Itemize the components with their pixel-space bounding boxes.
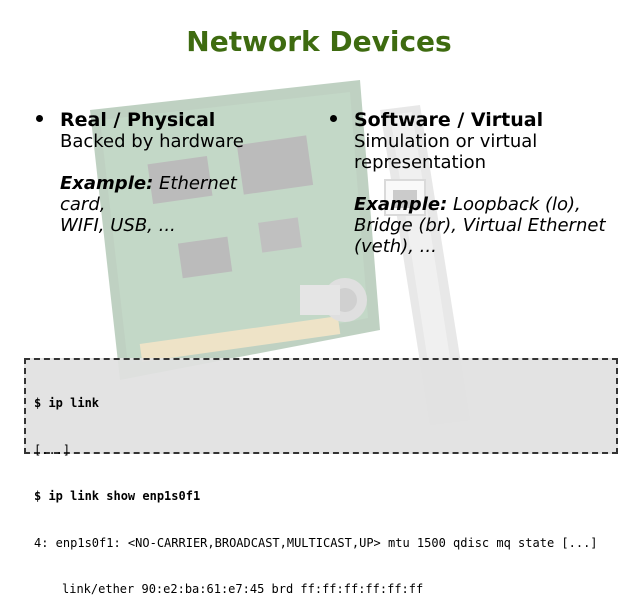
virtual-description-line2: representation [354,152,487,173]
physical-devices-column: Real / Physical Backed by hardware Examp… [36,110,276,236]
physical-example-line1: Example: Ethernet card, [60,173,276,215]
virtual-example-label: Example: [354,194,448,215]
terminal-code-block: $ ip link [...] $ ip link show enp1s0f1 … [24,358,618,596]
virtual-example-line2: Bridge (br), Virtual Ethernet [354,215,606,236]
virtual-devices-column: Software / Virtual Simulation or virtual… [330,110,620,257]
virtual-example-line3: (veth), ... [354,236,437,257]
code-line-command: $ ip link show enp1s0f1 [34,489,201,503]
virtual-example-line1: Example: Loopback (lo), [354,194,620,215]
physical-example-line2: WIFI, USB, ... [60,215,176,236]
bullet-icon [36,115,43,122]
physical-example-label: Example: [60,173,154,194]
code-line-output: link/ether 90:e2:ba:61:e7:45 brd ff:ff:f… [62,582,424,596]
physical-example-text: Ethernet card, [60,173,237,215]
physical-description: Backed by hardware [60,131,244,152]
physical-heading: Real / Physical [60,109,216,131]
virtual-description-line1: Simulation or virtual [354,131,538,152]
code-line-output: [...] [34,442,71,457]
code-line-command: $ ip link [34,396,100,410]
bullet-icon [330,115,337,122]
virtual-example-text: Loopback (lo), [453,194,581,215]
virtual-heading: Software / Virtual [354,109,544,131]
page-title: Network Devices [186,25,452,58]
code-line-output: 4: enp1s0f1: <NO-CARRIER,BROADCAST,MULTI… [34,535,598,550]
